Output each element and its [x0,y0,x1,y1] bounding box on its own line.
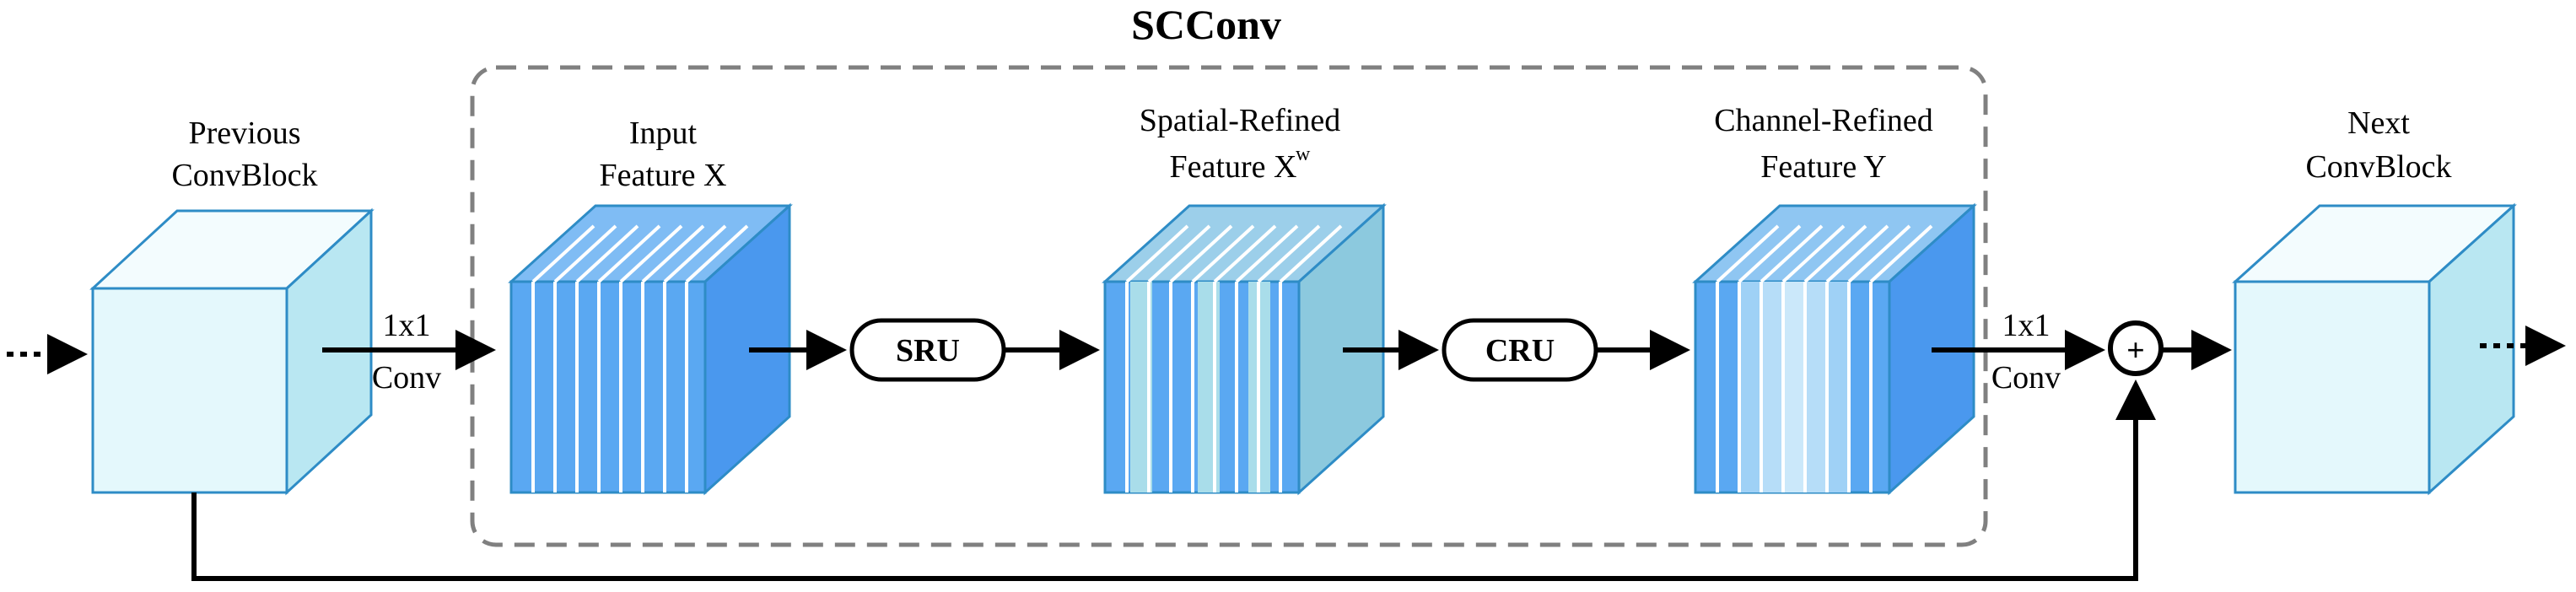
next-convblock-label-1: Next [2347,105,2410,141]
scconv-frame [470,65,1988,547]
next-convblock-label-2: ConvBlock [2305,149,2451,185]
conv-out-label-1: 1x1 [2002,308,2051,343]
previous-convblock-label-1: Previous [189,116,301,151]
channel-feature-label-2: Feature Y [1760,149,1886,185]
spatial-refined-feature [1102,202,1387,496]
diagram-title: SCConv [1131,1,1281,48]
next-convblock [2232,202,2517,496]
spatial-feature-label-1: Spatial-Refined [1140,103,1340,138]
previous-convblock [89,207,375,496]
cru-label: CRU [1485,333,1555,369]
conv-out-label-2: Conv [1991,360,2061,396]
spatial-feature-label-2: Feature X [1170,149,1297,185]
conv-in-label-1: 1x1 [383,308,431,343]
add-symbol: + [2126,333,2145,369]
conv-in-label-2: Conv [372,360,441,396]
channel-feature-label-1: Channel-Refined [1714,103,1933,138]
spatial-feature-superscript: w [1296,143,1311,165]
input-feature-label-2: Feature X [600,158,727,193]
channel-refined-feature [1692,202,1977,496]
skip-connection [191,379,2156,581]
previous-convblock-label-2: ConvBlock [171,158,317,193]
sru-label: SRU [896,333,960,369]
input-feature-x [508,202,793,496]
input-feature-label-1: Input [629,116,698,151]
